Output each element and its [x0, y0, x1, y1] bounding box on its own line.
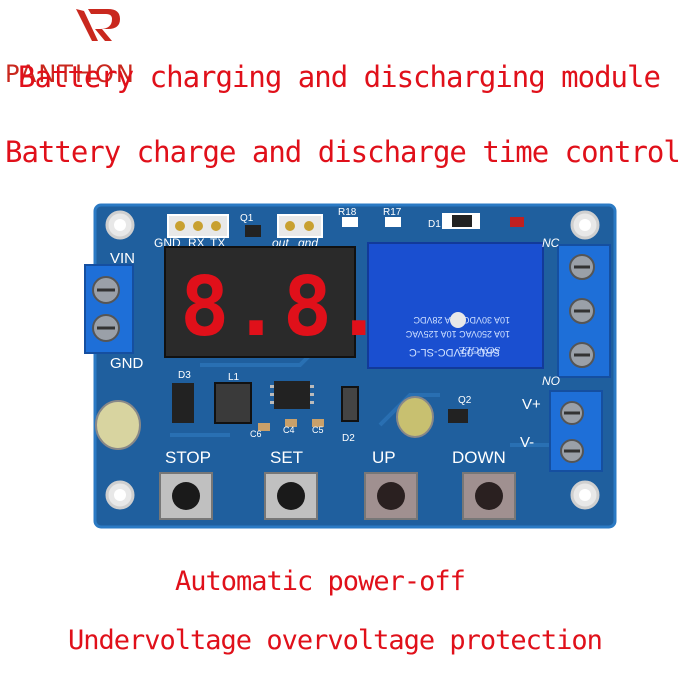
designator-r17: R17: [383, 207, 402, 218]
designator-c5: C5: [312, 425, 324, 435]
capacitor: [95, 400, 141, 450]
feature-line-1: Automatic power-off: [175, 566, 466, 597]
vplus-label: V+: [522, 396, 541, 413]
no-label: NO: [542, 374, 560, 388]
designator-d3: D3: [178, 370, 191, 381]
stop-button: [159, 472, 213, 520]
heading-line-1: Battery charging and discharging module: [18, 60, 661, 94]
battery-terminal: V+ V-: [520, 390, 603, 472]
set-button: [264, 472, 318, 520]
button-label-stop: STOP: [165, 448, 211, 467]
vminus-label: V-: [520, 434, 534, 451]
designator-c4: C4: [283, 425, 295, 435]
button-label-up: UP: [372, 448, 396, 467]
vin-label: VIN: [110, 250, 135, 267]
designator-c6: C6: [250, 429, 262, 439]
relay-brand: SONGLE: [458, 344, 500, 356]
capacitor: [396, 396, 434, 438]
relay-terminal: NC NO: [542, 236, 611, 388]
feature-line-2: Undervoltage overvoltage protection: [68, 625, 603, 656]
designator-r18: R18: [338, 207, 357, 218]
designator-l1: L1: [228, 372, 240, 383]
mounting-holes: [105, 210, 600, 510]
brand-name: PANTHON: [5, 60, 136, 88]
designator-d2: D2: [342, 433, 355, 444]
relay-rating-1: 10A 250VAC 10A 125VAC: [405, 329, 510, 339]
gnd-label: GND: [110, 355, 144, 372]
button-label-down: DOWN: [452, 448, 506, 467]
brand-name-text: PANTHON: [5, 60, 136, 88]
relay-model: SRD-05VDC-SL-C: [409, 346, 500, 358]
relay: SRD-05VDC-SL-C 10A 250VAC 10A 125VAC 10A…: [367, 242, 544, 369]
heading-line-2: Battery charge and discharge time contro…: [5, 135, 681, 169]
designator-q2: Q2: [458, 395, 472, 406]
designator-d1: D1: [428, 219, 441, 230]
uart-header: GND RX TX: [154, 214, 229, 250]
button-label-set: SET: [270, 448, 303, 467]
designator-q1: Q1: [240, 213, 254, 224]
brand-logo-icon: [76, 9, 120, 41]
down-button: [462, 472, 516, 520]
up-button: [364, 472, 418, 520]
vin-terminal: VIN GND: [84, 250, 144, 372]
nc-label: NC: [542, 236, 560, 250]
pcb-board-image: GND RX TX out gnd Q1 R18 R17 D1 VIN GND …: [84, 203, 617, 529]
